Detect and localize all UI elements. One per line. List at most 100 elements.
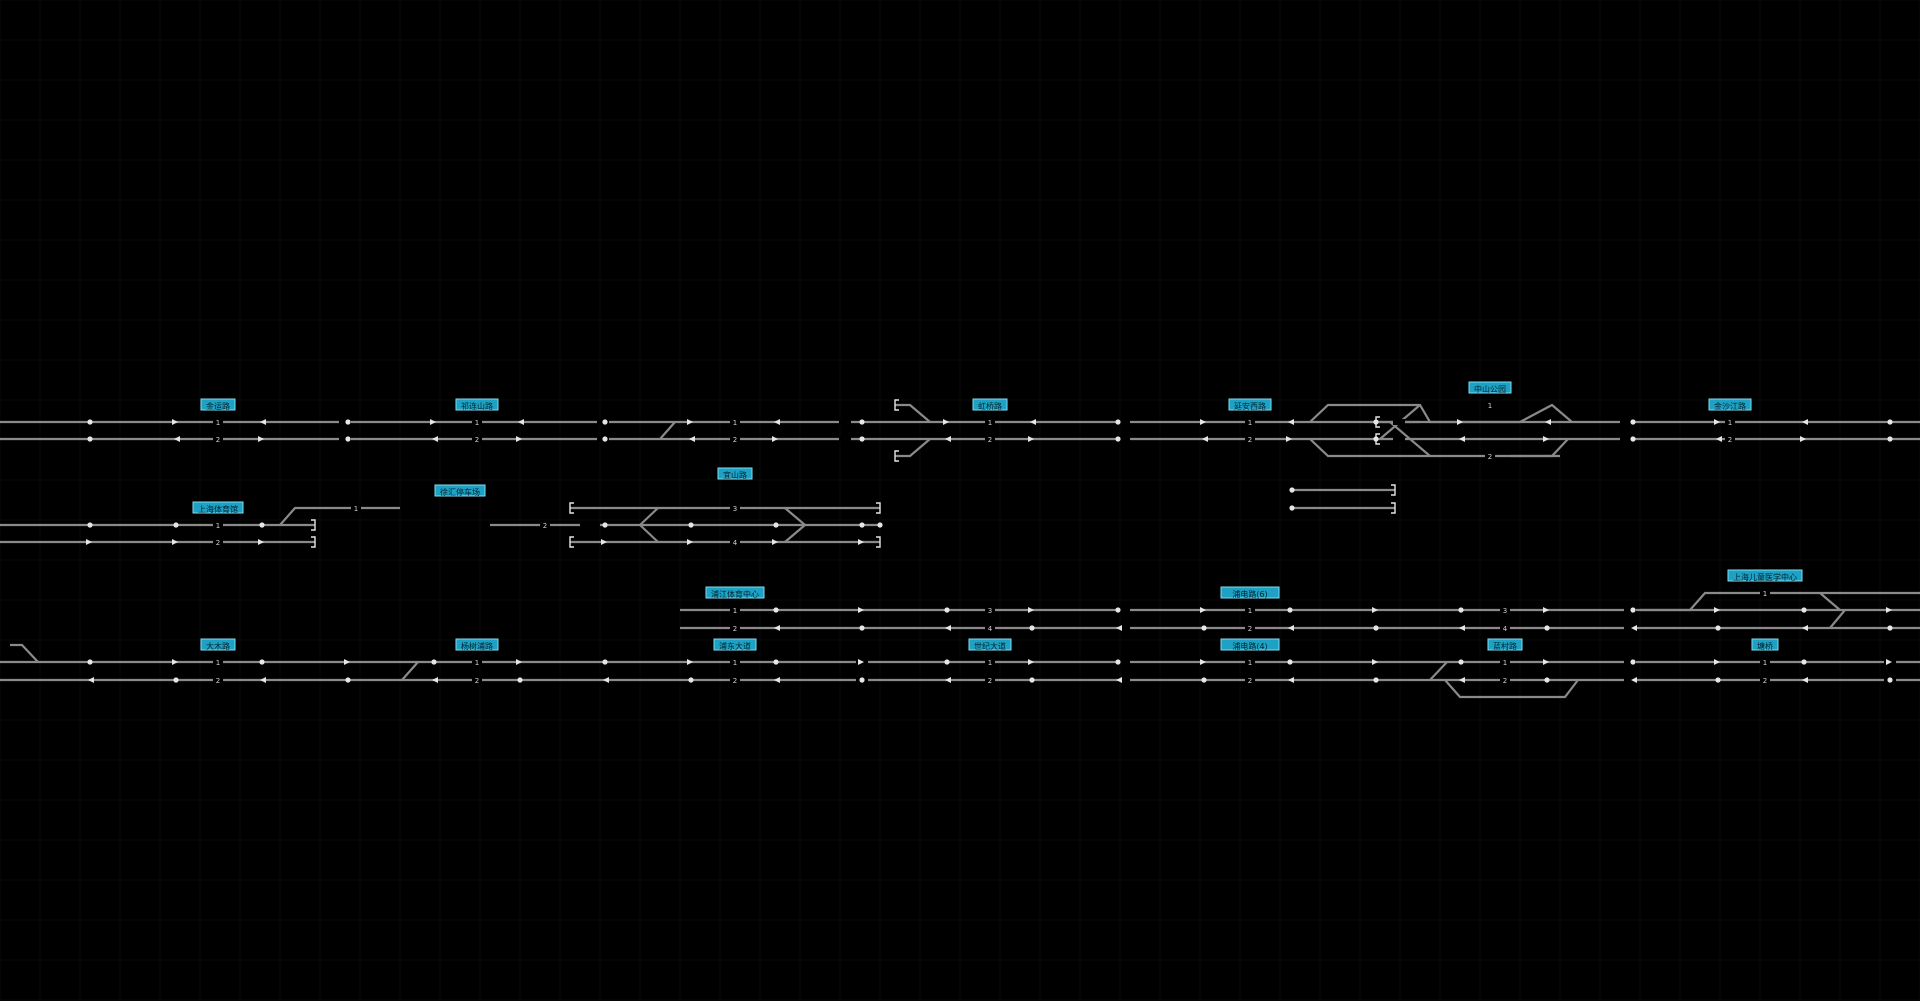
station-label-st-shanghaiertongyixue: 上海儿童医学中心 [1727, 569, 1803, 582]
signal-dot [345, 419, 351, 425]
signal-dot [87, 436, 93, 442]
track-number: 2 [475, 677, 479, 685]
signal-dot [173, 522, 179, 528]
signal-arrow-right [344, 659, 350, 665]
station-label-box [1468, 381, 1512, 394]
track-number: 2 [1503, 677, 1507, 685]
signal-arrow-right [1714, 659, 1720, 665]
signal-arrow-left [1459, 436, 1465, 442]
buffer-stop [894, 399, 899, 411]
signal-dot [773, 659, 779, 665]
signal-arrow-left [945, 625, 951, 631]
signal-dot [1287, 607, 1293, 613]
track-segment [279, 506, 400, 526]
signal-arrow-left [1631, 677, 1637, 683]
track-number: 2 [543, 522, 547, 530]
signal-arrow-right [86, 539, 92, 545]
signal-dot [602, 522, 608, 528]
station-label-st-jinshajianglu: 金沙江路 [1708, 398, 1752, 411]
signal-arrow-left [689, 436, 695, 442]
signal-dot [1801, 607, 1807, 613]
track-gap [1118, 625, 1130, 631]
track-number: 2 [733, 677, 737, 685]
signal-dot [944, 659, 950, 665]
signal-arrow-right [772, 436, 778, 442]
station-label-box [1228, 398, 1272, 411]
station-label-st-damulu: 大木路 [200, 638, 236, 651]
track-number: 1 [1248, 419, 1252, 427]
station-label-box [717, 467, 753, 480]
station-label-box [1727, 569, 1803, 582]
track-number: 2 [475, 436, 479, 444]
track-segment [784, 524, 806, 543]
station-label-st-tangqiao: 塘桥 [1751, 638, 1779, 651]
station-name: 上海儿童医学中心 [1733, 572, 1797, 582]
signal-arrow-right [1028, 607, 1034, 613]
station-label-box [705, 586, 765, 599]
signal-dot [87, 522, 93, 528]
signal-dot [859, 436, 865, 442]
signal-arrow-left [1545, 419, 1551, 425]
signal-arrow-left [432, 677, 438, 683]
track-segment [1429, 661, 1448, 681]
signal-arrow-left [1116, 677, 1122, 683]
station-label-box [972, 398, 1008, 411]
track-segment [639, 524, 659, 543]
track-number: 3 [988, 607, 992, 615]
signal-dot [1630, 607, 1636, 613]
track-number: 1 [216, 659, 220, 667]
station-label-box [455, 398, 499, 411]
track-number: 1 [1728, 419, 1732, 427]
station-name: 蓝村路 [1493, 641, 1517, 651]
signal-arrow-right [258, 436, 264, 442]
track-segment [401, 661, 419, 681]
signal-dot [1289, 505, 1295, 511]
signal-arrow-right [1200, 607, 1206, 613]
buffer-stop [876, 502, 881, 514]
signal-dot [1373, 419, 1379, 425]
signal-dot [688, 677, 694, 683]
station-label-st-zhongshangongyuan: 中山公园 [1468, 381, 1512, 394]
track-number: 1 [1248, 659, 1252, 667]
track-gap [1624, 625, 1636, 631]
station-name: 中山公园 [1474, 384, 1506, 394]
track-number: 2 [988, 677, 992, 685]
signal-dot [1029, 677, 1035, 683]
station-label-box [455, 638, 499, 651]
track-gap [1624, 607, 1636, 613]
station-name: 浦东大道 [719, 641, 751, 651]
signal-dot [345, 677, 351, 683]
station-label-st-qilianshanlu: 祁连山路 [455, 398, 499, 411]
station-label-st-pujiangtiyuzhongxin: 浦江体育中心 [705, 586, 765, 599]
signal-dot [1373, 677, 1379, 683]
signal-dot [602, 659, 608, 665]
signal-dot [1544, 677, 1550, 683]
station-label-box [192, 501, 244, 514]
buffer-stop [1391, 484, 1396, 496]
track-gap [339, 419, 351, 425]
signal-arrow-left [1459, 625, 1465, 631]
track-number: 1 [733, 607, 737, 615]
track-number: 2 [216, 677, 220, 685]
track-segment [1309, 438, 1560, 458]
signal-dot [1887, 625, 1893, 631]
signal-arrow-right [172, 419, 178, 425]
track-gap [1118, 607, 1130, 613]
signal-dot [877, 522, 883, 528]
signal-dot [1887, 436, 1893, 442]
track-segment [895, 403, 931, 423]
station-name: 世纪大道 [974, 641, 1006, 651]
signal-arrow-right [1286, 436, 1292, 442]
station-label-st-pudongdadao: 浦东大道 [713, 638, 757, 651]
track-segment [1829, 609, 1846, 629]
signal-arrow-right [1028, 659, 1034, 665]
station-label-box [434, 484, 486, 497]
signal-arrow-right [943, 419, 949, 425]
signal-arrow-right [1800, 436, 1806, 442]
station-label-box [200, 638, 236, 651]
track-segment [1362, 403, 1573, 424]
signal-dot [1630, 659, 1636, 665]
signal-arrow-left [603, 677, 609, 683]
signal-arrow-right [687, 539, 693, 545]
